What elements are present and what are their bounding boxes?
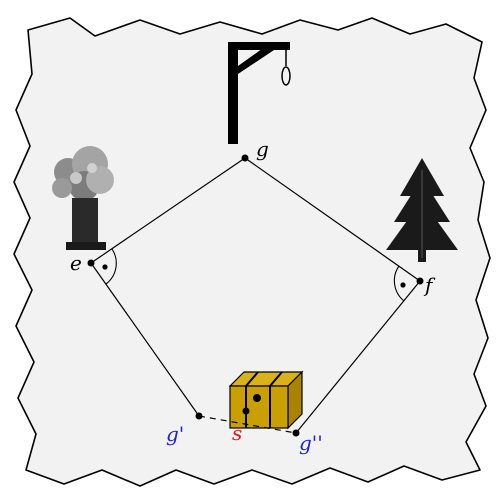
point-e — [87, 259, 95, 267]
point-gprime — [195, 412, 203, 420]
oak-tree-icon — [52, 146, 114, 250]
point-f — [416, 277, 424, 285]
label-g-double-prime: g'' — [299, 431, 323, 455]
map-paper — [13, 17, 491, 487]
label-s: s — [232, 421, 242, 445]
right-angle-marker-f — [393, 265, 406, 302]
point-s — [242, 407, 250, 415]
point-g — [241, 154, 249, 162]
label-g: g — [256, 137, 269, 161]
point-gdoubleprime — [292, 429, 300, 437]
gallows-icon — [228, 42, 291, 144]
pine-tree-icon — [386, 158, 458, 262]
treasure-chest-icon — [228, 370, 304, 430]
label-e: e — [70, 251, 82, 275]
segment-gprime-gdoubleprime — [198, 415, 297, 434]
segment-e-gprime — [90, 262, 200, 417]
segment-f-gdoubleprime — [295, 280, 421, 434]
right-angle-marker-e — [102, 248, 117, 285]
label-g-prime: g' — [166, 422, 184, 446]
segment-g-e — [90, 157, 246, 264]
segment-g-f — [244, 157, 421, 282]
